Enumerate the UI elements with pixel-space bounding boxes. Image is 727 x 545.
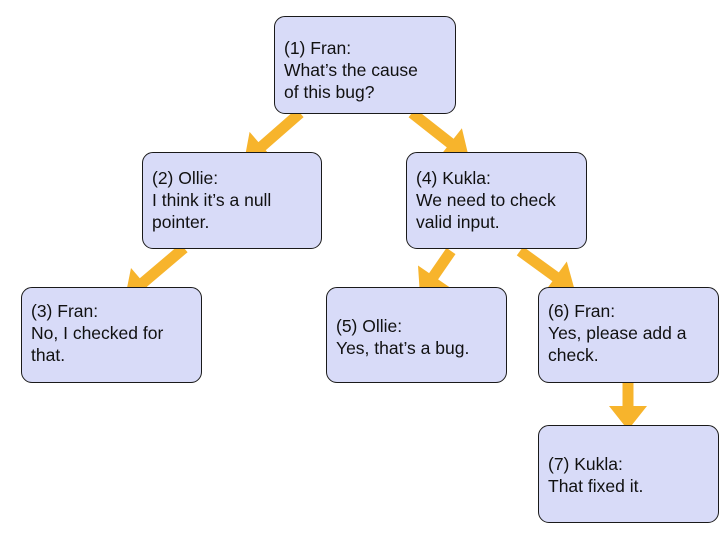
- message-node-3: (3) Fran: No, I checked for that.: [21, 287, 202, 383]
- message-text-line: pointer.: [152, 212, 210, 232]
- message-node-2: (2) Ollie: I think it’s a null pointer.: [142, 152, 322, 249]
- speaker-label: (3) Fran:: [31, 301, 99, 321]
- speaker-label: (7) Kukla:: [548, 454, 623, 474]
- message-node-4: (4) Kukla: We need to check valid input.: [406, 152, 587, 249]
- message-text-line: check.: [548, 345, 599, 365]
- message-text-line: valid input.: [416, 212, 500, 232]
- arrow-n6-to-n7: [609, 378, 647, 430]
- message-text-line: Yes, that’s a bug.: [336, 338, 470, 358]
- message-text-line: No, I checked for: [31, 323, 164, 343]
- message-text-line: of this bug?: [284, 82, 375, 102]
- speaker-label: (1) Fran:: [284, 38, 352, 58]
- message-text-line: What’s the cause: [284, 60, 418, 80]
- message-text-line: that.: [31, 345, 66, 365]
- arrow-n2-to-n3: [125, 243, 188, 298]
- speaker-label: (2) Ollie:: [152, 168, 219, 188]
- message-node-1: (1) Fran: What’s the cause of this bug?: [274, 16, 456, 114]
- message-node-6: (6) Fran: Yes, please add a check.: [538, 287, 719, 383]
- speaker-label: (4) Kukla:: [416, 168, 491, 188]
- arrow-n1-to-n4: [408, 108, 469, 158]
- arrow-n4-to-n6: [516, 246, 575, 293]
- message-text-line: We need to check: [416, 190, 556, 210]
- message-text-line: I think it’s a null: [152, 190, 272, 210]
- arrow-n1-to-n2: [244, 108, 304, 162]
- arrow-n4-to-n5: [418, 247, 456, 296]
- speaker-label: (6) Fran:: [548, 301, 616, 321]
- message-text-line: Yes, please add a: [548, 323, 687, 343]
- message-node-5: (5) Ollie: Yes, that’s a bug.: [326, 287, 507, 383]
- message-text-line: That fixed it.: [548, 476, 644, 496]
- speaker-label: (5) Ollie:: [336, 316, 403, 336]
- message-node-7: (7) Kukla: That fixed it.: [538, 425, 719, 523]
